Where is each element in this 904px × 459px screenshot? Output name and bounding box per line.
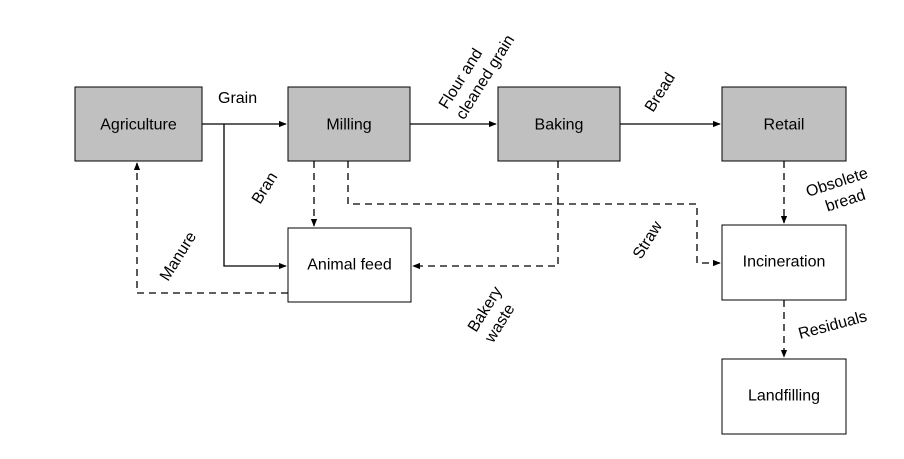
node-label: Retail (764, 117, 805, 134)
svg-text:Manure: Manure (157, 229, 200, 284)
svg-text:Straw: Straw (630, 218, 666, 262)
node-retail: Retail (721, 86, 847, 162)
label-bran: Bran (249, 169, 281, 207)
node-milling: Milling (287, 86, 411, 162)
label-bread: Bread (642, 70, 679, 115)
node-label: Animal feed (307, 257, 392, 274)
label-obsolete-bread: Obsolete bread (804, 165, 870, 216)
label-residuals: Residuals (797, 308, 869, 343)
edge-straw (347, 161, 721, 267)
svg-text:Bran: Bran (249, 169, 281, 207)
label-bakery-waste: Bakery waste (465, 284, 519, 347)
edge-bakery-waste (412, 161, 559, 270)
node-landfilling: Landfilling (721, 358, 847, 435)
edge-manure (133, 162, 288, 294)
label-straw: Straw (630, 218, 666, 262)
svg-text:Bread: Bread (642, 70, 679, 115)
node-baking: Baking (497, 86, 621, 162)
node-label: Agriculture (100, 117, 177, 134)
node-label: Incineration (743, 254, 826, 271)
edges (133, 120, 788, 358)
node-animal-feed: Animal feed (287, 227, 412, 303)
label-manure: Manure (157, 229, 200, 284)
node-incineration: Incineration (721, 224, 847, 301)
edge-grain-to-animal-feed (223, 124, 287, 270)
node-label: Milling (326, 117, 371, 134)
node-agriculture: Agriculture (74, 86, 203, 162)
svg-text:Residuals: Residuals (797, 308, 869, 343)
label-grain: Grain (218, 90, 257, 107)
node-label: Landfilling (748, 388, 820, 405)
node-label: Baking (535, 117, 584, 134)
nodes: Agriculture Milling Baking Retail Animal… (74, 86, 847, 435)
